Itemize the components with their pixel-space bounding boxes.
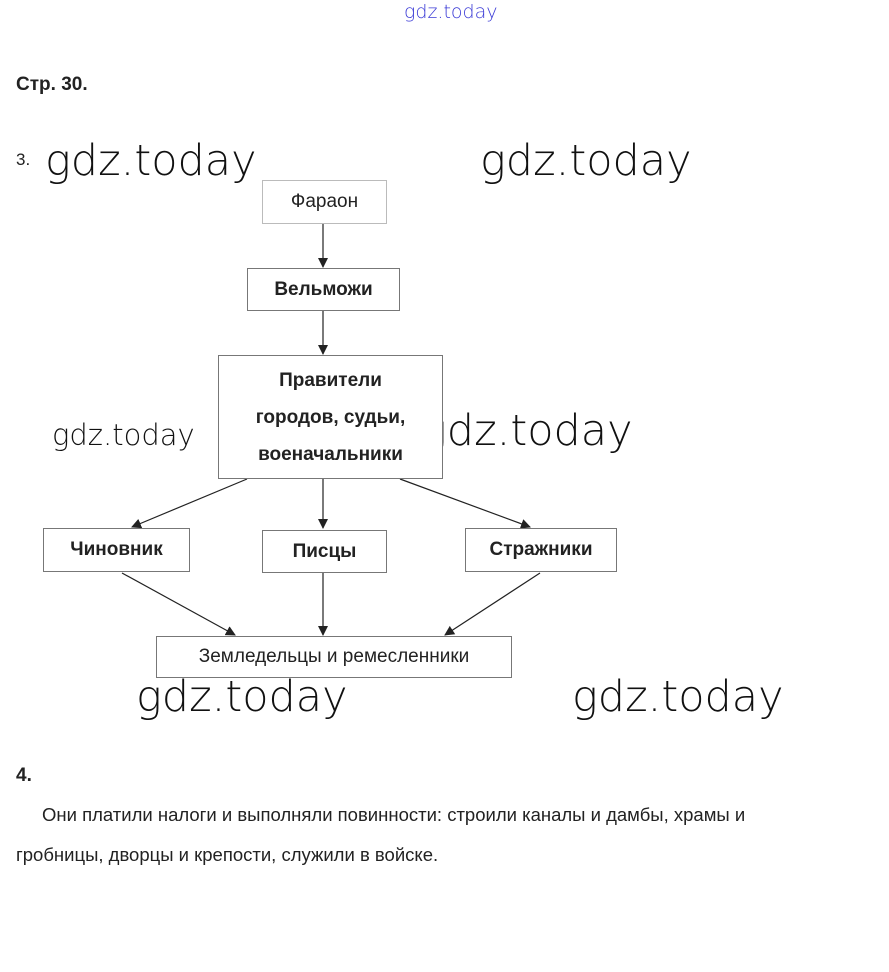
box-pharaoh: Фараон bbox=[262, 180, 387, 224]
box-officials: Чиновник bbox=[43, 528, 190, 572]
arrow-rulers-officials bbox=[131, 478, 248, 529]
box-label: Писцы bbox=[292, 540, 357, 562]
box-label-line: Правители bbox=[279, 369, 382, 391]
watermark: gdz.today bbox=[421, 406, 633, 456]
box-scribes: Писцы bbox=[262, 530, 387, 573]
box-label-line: военачальники bbox=[258, 443, 403, 465]
arrow-rulers-guards bbox=[399, 478, 531, 529]
box-label: Фараон bbox=[290, 191, 359, 212]
box-label: Чиновник bbox=[70, 539, 163, 560]
task4-text-line1: Они платили налоги и выполняли повинност… bbox=[42, 804, 746, 825]
arrow-officials-farmers bbox=[121, 572, 236, 636]
box-label: Земледельцы и ремесленники bbox=[198, 646, 470, 667]
box-guards: Стражники bbox=[465, 528, 617, 572]
task3-number: 3. bbox=[16, 150, 31, 169]
box-farmers: Земледельцы и ремесленники bbox=[156, 636, 512, 678]
page-heading: Стр. 30. bbox=[16, 74, 88, 95]
watermark: gdz.today bbox=[136, 672, 348, 722]
header-watermark-link[interactable]: gdz.today bbox=[404, 1, 498, 23]
task4-number: 4. bbox=[16, 765, 32, 786]
watermark: gdz.today bbox=[480, 136, 692, 186]
box-rulers: Правители городов, судьи, военачальники bbox=[218, 355, 443, 479]
task4-text-line2: гробницы, дворцы и крепости, служили в в… bbox=[16, 844, 439, 865]
box-label: Вельможи bbox=[274, 278, 373, 300]
box-label: Стражники bbox=[489, 539, 593, 560]
watermark: gdz.today bbox=[45, 136, 257, 186]
watermark: gdz.today bbox=[572, 672, 784, 722]
arrow-guards-farmers bbox=[444, 572, 541, 636]
box-label-line: городов, судьи, bbox=[255, 406, 406, 428]
box-nobles: Вельможи bbox=[247, 268, 400, 311]
watermark: gdz.today bbox=[52, 418, 195, 452]
